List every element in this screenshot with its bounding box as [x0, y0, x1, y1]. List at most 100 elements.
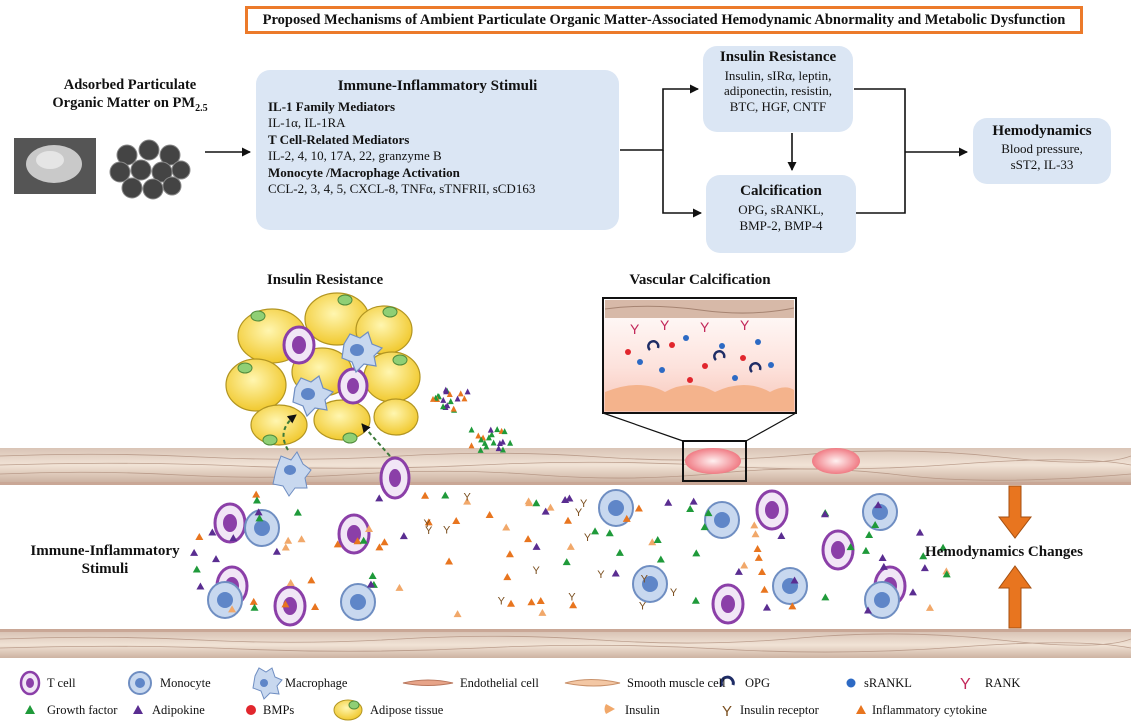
tcell-heading: T Cell-Related Mediators	[268, 131, 410, 147]
signal-molecule	[441, 491, 450, 499]
signal-molecule	[942, 567, 951, 575]
migrating-macrophage	[272, 451, 312, 497]
particle-cluster-icon	[109, 139, 191, 200]
monocyte	[598, 489, 634, 527]
signal-molecule	[566, 542, 575, 550]
signal-molecule	[365, 525, 374, 533]
signal-molecule	[541, 507, 550, 515]
signal-molecule	[375, 543, 384, 551]
cytokine-cluster	[494, 426, 501, 433]
il1-items: IL-1α, IL-1RA	[268, 115, 346, 130]
cytokine-cluster	[507, 439, 514, 446]
immune-box-title: Immune-Inflammatory Stimuli	[337, 78, 538, 94]
legend-srankl: sRANKL	[864, 676, 912, 690]
pm-label: Adsorbed Particulate Organic Matter on P…	[52, 77, 208, 114]
signal-molecule	[919, 552, 928, 560]
tcell-items: IL-2, 4, 10, 17A, 22, granzyme B	[268, 148, 442, 163]
signal-molecule	[874, 501, 883, 509]
signal-molecule	[821, 593, 830, 601]
signal-molecule	[653, 536, 662, 544]
insulin-receptor-glyph: Y	[568, 592, 576, 604]
signal-molecule	[527, 598, 536, 606]
signal-molecule	[754, 553, 763, 561]
signal-molecule	[307, 576, 316, 584]
signal-molecule	[353, 537, 362, 545]
signal-molecule	[281, 600, 290, 608]
signal-molecule	[254, 508, 263, 516]
insulin-resistance-box: Insulin Resistance Insulin, sIRα, leptin…	[703, 46, 853, 132]
svg-text:Y: Y	[722, 703, 732, 720]
insulin-box-title: Insulin Resistance	[719, 49, 837, 65]
insulin-receptor-icon: Y	[722, 703, 732, 720]
signal-molecule	[920, 564, 929, 572]
signal-molecule	[942, 570, 951, 578]
signal-molecule	[615, 548, 624, 556]
signal-molecule	[532, 542, 541, 550]
cytokine-cluster	[483, 443, 490, 450]
hemodynamics-box: Hemodynamics Blood pressure, sST2, IL-33	[973, 118, 1111, 184]
signal-molecule	[485, 510, 494, 518]
signal-molecule	[939, 543, 948, 551]
signal-molecule	[591, 527, 600, 535]
signal-molecule	[228, 605, 237, 613]
insulin-resistance-label: Insulin Resistance	[266, 272, 384, 288]
signal-molecule	[664, 498, 673, 506]
insulin-receptor-glyph: Y	[532, 565, 540, 577]
monocyte	[772, 567, 808, 605]
monocyte-heading: Monocyte /Macrophage Activation	[268, 164, 460, 180]
cytokine-cluster	[442, 386, 449, 393]
signal-molecule	[753, 545, 762, 553]
t-cell	[213, 502, 247, 544]
signal-molecule	[424, 518, 433, 526]
signal-molecule	[452, 516, 461, 524]
macrophage-icon	[252, 667, 283, 700]
signal-molecule	[252, 490, 261, 498]
plaque	[685, 448, 741, 474]
il1-heading: IL-1 Family Mediators	[268, 98, 396, 114]
legend-endothelial-cell: Endothelial cell	[460, 676, 539, 690]
t-cell	[711, 583, 745, 625]
insulin-receptor-glyph: Y	[443, 525, 451, 537]
cytokine-cluster	[475, 432, 482, 439]
signal-molecule	[421, 491, 430, 499]
signal-molecule	[686, 505, 695, 513]
cytokine-cluster	[447, 398, 454, 405]
monocyte	[340, 583, 376, 621]
cytokine-cluster	[477, 446, 484, 453]
signal-molecule	[505, 550, 514, 558]
signal-molecule	[704, 509, 713, 517]
cytokine-cluster	[430, 395, 437, 402]
adipokine-icon	[133, 705, 143, 714]
signal-molecule	[925, 603, 934, 611]
cytokine-cluster	[440, 396, 447, 403]
signal-molecule	[563, 516, 572, 524]
signal-molecule	[366, 580, 375, 588]
monocyte-icon	[128, 671, 152, 695]
signal-molecule	[565, 494, 574, 502]
signal-molecule	[611, 569, 620, 577]
diagram-title: Proposed Mechanisms of Ambient Particula…	[245, 6, 1083, 34]
cytokine-cluster	[488, 431, 495, 438]
legend-monocyte: Monocyte	[160, 676, 211, 690]
insulin-box-line: BTC, HGF, CNTF	[729, 98, 827, 114]
srankl-icon	[846, 678, 856, 688]
signal-molecule	[524, 535, 533, 543]
signal-molecule	[846, 543, 855, 551]
signal-molecule	[212, 555, 221, 563]
calc-box-title: Calcification	[740, 183, 822, 199]
bmps-icon	[246, 705, 256, 715]
signal-molecule	[252, 496, 261, 504]
signal-molecule	[502, 523, 511, 531]
signal-molecule	[311, 603, 320, 611]
signal-molecule	[380, 538, 389, 546]
t-cell-icon	[19, 670, 41, 696]
insulin-receptor-glyph: Y	[584, 532, 592, 544]
signal-molecule	[538, 608, 547, 616]
signal-molecule	[777, 531, 786, 539]
vessel-wall-top	[0, 448, 1131, 485]
signal-molecule	[249, 597, 258, 605]
signal-molecule	[605, 529, 614, 537]
signal-molecule	[368, 571, 377, 579]
growth-factor-icon	[25, 705, 35, 714]
signal-molecule	[569, 601, 578, 609]
